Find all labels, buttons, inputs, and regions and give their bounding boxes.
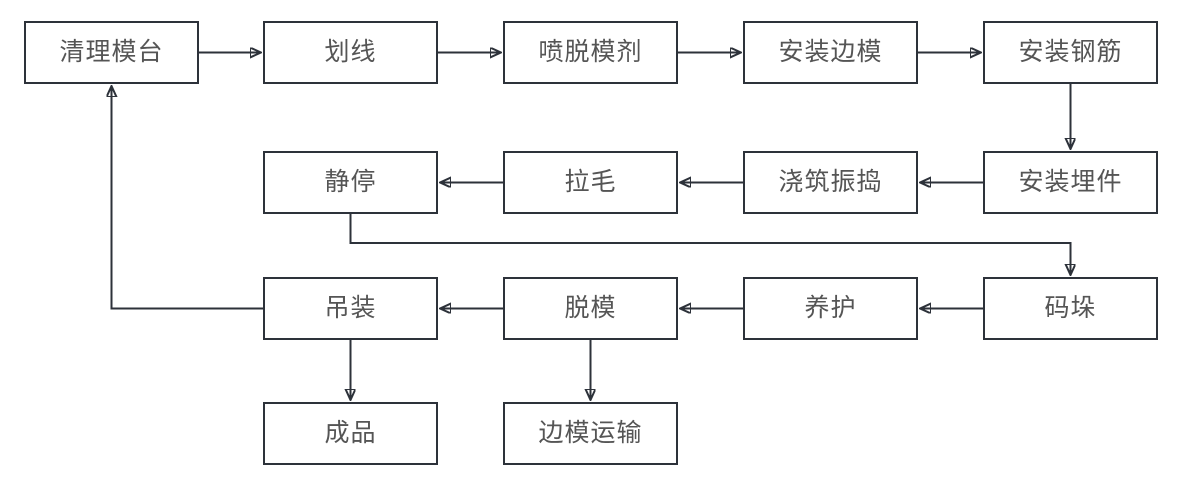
node-demolding: 脱模 — [503, 277, 678, 340]
edge-hoisting-to-clean-mold-table — [112, 87, 263, 310]
node-surface-roughening: 拉毛 — [503, 151, 678, 214]
node-finished-product: 成品 — [263, 402, 438, 465]
node-install-side-molds: 安装边模 — [743, 21, 918, 84]
node-spray-release-agent: 喷脱模剂 — [503, 21, 678, 84]
node-hoisting: 吊装 — [263, 277, 438, 340]
node-static-rest: 静停 — [263, 151, 438, 214]
node-clean-mold-table: 清理模台 — [24, 21, 199, 84]
node-curing: 养护 — [743, 277, 918, 340]
edge-static-rest-to-stacking — [349, 214, 1071, 274]
node-marking-lines: 划线 — [263, 21, 438, 84]
node-install-rebar: 安装钢筋 — [983, 21, 1158, 84]
node-stacking: 码垛 — [983, 277, 1158, 340]
node-install-embedded-parts: 安装埋件 — [983, 151, 1158, 214]
node-side-mold-transport: 边模运输 — [503, 402, 678, 465]
node-pouring-vibrating: 浇筑振捣 — [743, 151, 918, 214]
